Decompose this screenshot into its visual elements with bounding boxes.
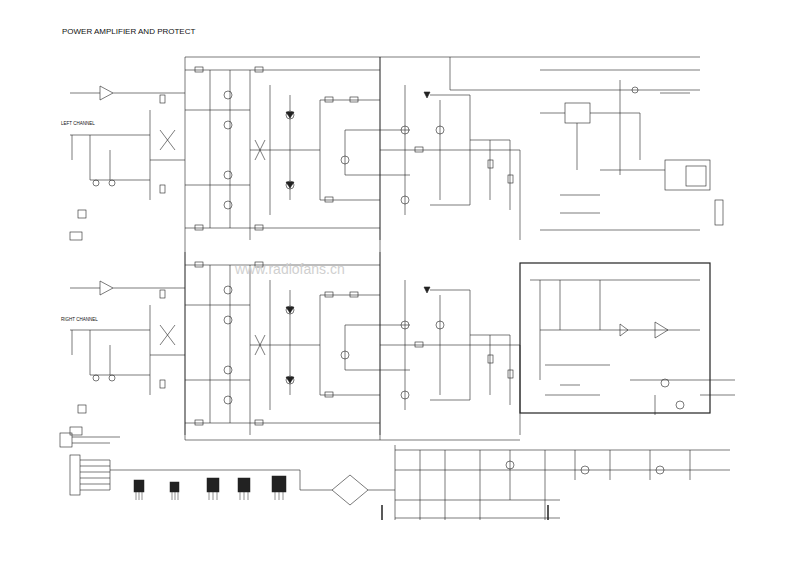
watermark: www.radiofans.cn — [235, 262, 345, 277]
channel-label: RIGHT CHANNEL — [60, 318, 99, 323]
channel-label: LEFT CHANNEL — [60, 122, 96, 127]
diagram-title: POWER AMPLIFIER AND PROTECT — [62, 28, 195, 37]
